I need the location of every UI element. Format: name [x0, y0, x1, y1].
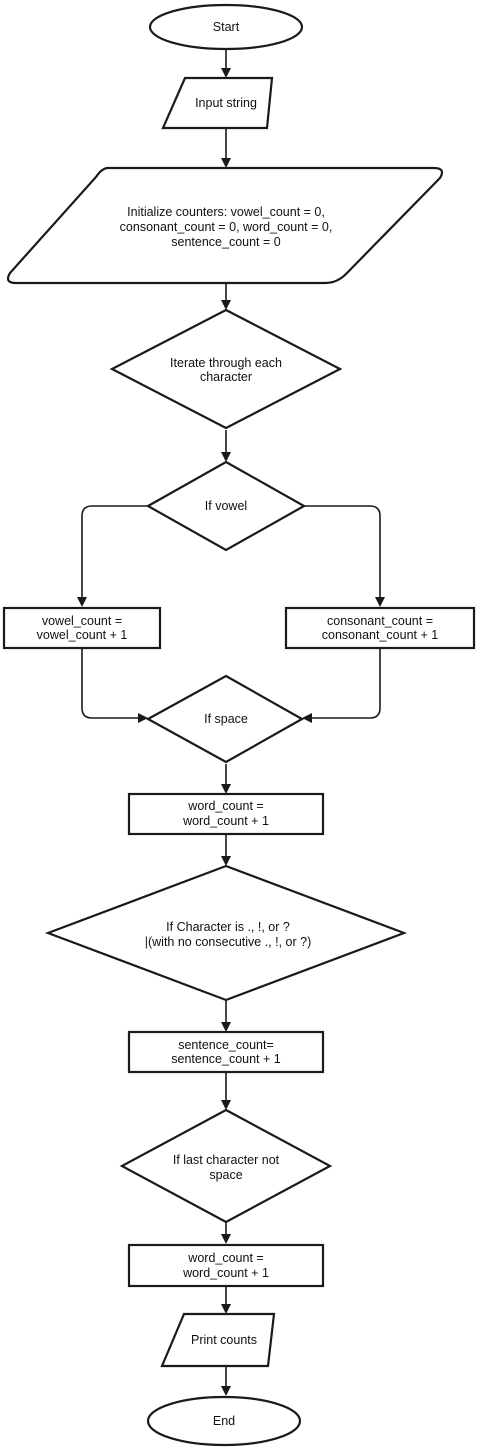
- start-terminal: [148, 3, 304, 51]
- if-last-diamond: [119, 1108, 333, 1224]
- if-punct-node: If Character is ., !, or ? |(with no con…: [44, 864, 408, 1002]
- iterate-label-line1: Iterate through each: [170, 356, 282, 370]
- if-vowel-label: If vowel: [205, 499, 247, 513]
- connectors: [77, 50, 385, 1396]
- vowel-inc-label-line1: vowel_count =: [42, 614, 122, 628]
- sentence-inc-label-line1: sentence_count=: [178, 1038, 274, 1052]
- print-node: Print counts: [160, 1312, 276, 1368]
- word-inc-1-node: word_count = word_count + 1: [127, 792, 325, 836]
- print-parallelogram: [160, 1312, 276, 1368]
- start-node: Start: [148, 3, 304, 51]
- if-punct-label-line2: |(with no consecutive ., !, or ?): [145, 935, 312, 949]
- word-inc-2-box: [127, 1243, 325, 1288]
- if-space-label: If space: [204, 712, 248, 726]
- if-last-node: If last character not space: [119, 1108, 333, 1224]
- word-inc-2-node: word_count = word_count + 1: [127, 1243, 325, 1288]
- end-label: End: [213, 1414, 235, 1428]
- iterate-diamond: [109, 308, 343, 430]
- iterate-node: Iterate through each character: [109, 308, 343, 430]
- if-vowel-node: If vowel: [145, 460, 307, 552]
- word-inc-2-label-line2: word_count + 1: [182, 1266, 269, 1280]
- input-node: Input string: [161, 76, 274, 130]
- init-label-line1: Initialize counters: vowel_count = 0,: [127, 205, 325, 219]
- arrow-vowel-inc-to-if-space: [81, 648, 148, 723]
- if-punct-label-line1: If Character is ., !, or ?: [166, 920, 290, 934]
- if-space-diamond: [145, 674, 305, 764]
- start-label: Start: [213, 20, 240, 34]
- word-inc-1-label-line1: word_count =: [187, 799, 263, 813]
- word-inc-2-label-line1: word_count =: [187, 1251, 263, 1265]
- if-last-label-line1: If last character not: [173, 1153, 280, 1167]
- if-punct-diamond: [44, 864, 408, 1002]
- if-space-node: If space: [145, 674, 305, 764]
- end-node: End: [146, 1395, 302, 1447]
- consonant-inc-label-line2: consonant_count + 1: [322, 628, 438, 642]
- consonant-inc-box: [284, 606, 476, 650]
- consonant-inc-label-line1: consonant_count =: [327, 614, 433, 628]
- init-label-line3: sentence_count = 0: [171, 235, 281, 249]
- arrow-if-vowel-to-vowel-inc: [77, 505, 148, 607]
- input-parallelogram: [161, 76, 274, 130]
- end-terminal: [146, 1395, 302, 1447]
- vowel-inc-node: vowel_count = vowel_count + 1: [2, 606, 162, 650]
- word-inc-1-box: [127, 792, 325, 836]
- iterate-label-line2: character: [200, 370, 252, 384]
- init-label-line2: consonant_count = 0, word_count = 0,: [120, 220, 333, 234]
- sentence-inc-box: [127, 1030, 325, 1074]
- input-label: Input string: [195, 96, 257, 110]
- vowel-inc-label-line2: vowel_count + 1: [37, 628, 128, 642]
- arrow-consonant-inc-to-if-space: [302, 648, 381, 723]
- consonant-inc-node: consonant_count = consonant_count + 1: [284, 606, 476, 650]
- arrow-if-vowel-to-consonant-inc: [304, 505, 385, 607]
- sentence-inc-label-line2: sentence_count + 1: [171, 1052, 281, 1066]
- print-label: Print counts: [191, 1333, 257, 1347]
- init-parallelogram: [6, 166, 444, 285]
- init-node: Initialize counters: vowel_count = 0, co…: [6, 166, 444, 285]
- if-vowel-diamond: [145, 460, 307, 552]
- word-inc-1-label-line2: word_count + 1: [182, 814, 269, 828]
- vowel-inc-box: [2, 606, 162, 650]
- sentence-inc-node: sentence_count= sentence_count + 1: [127, 1030, 325, 1074]
- if-last-label-line2: space: [209, 1168, 242, 1182]
